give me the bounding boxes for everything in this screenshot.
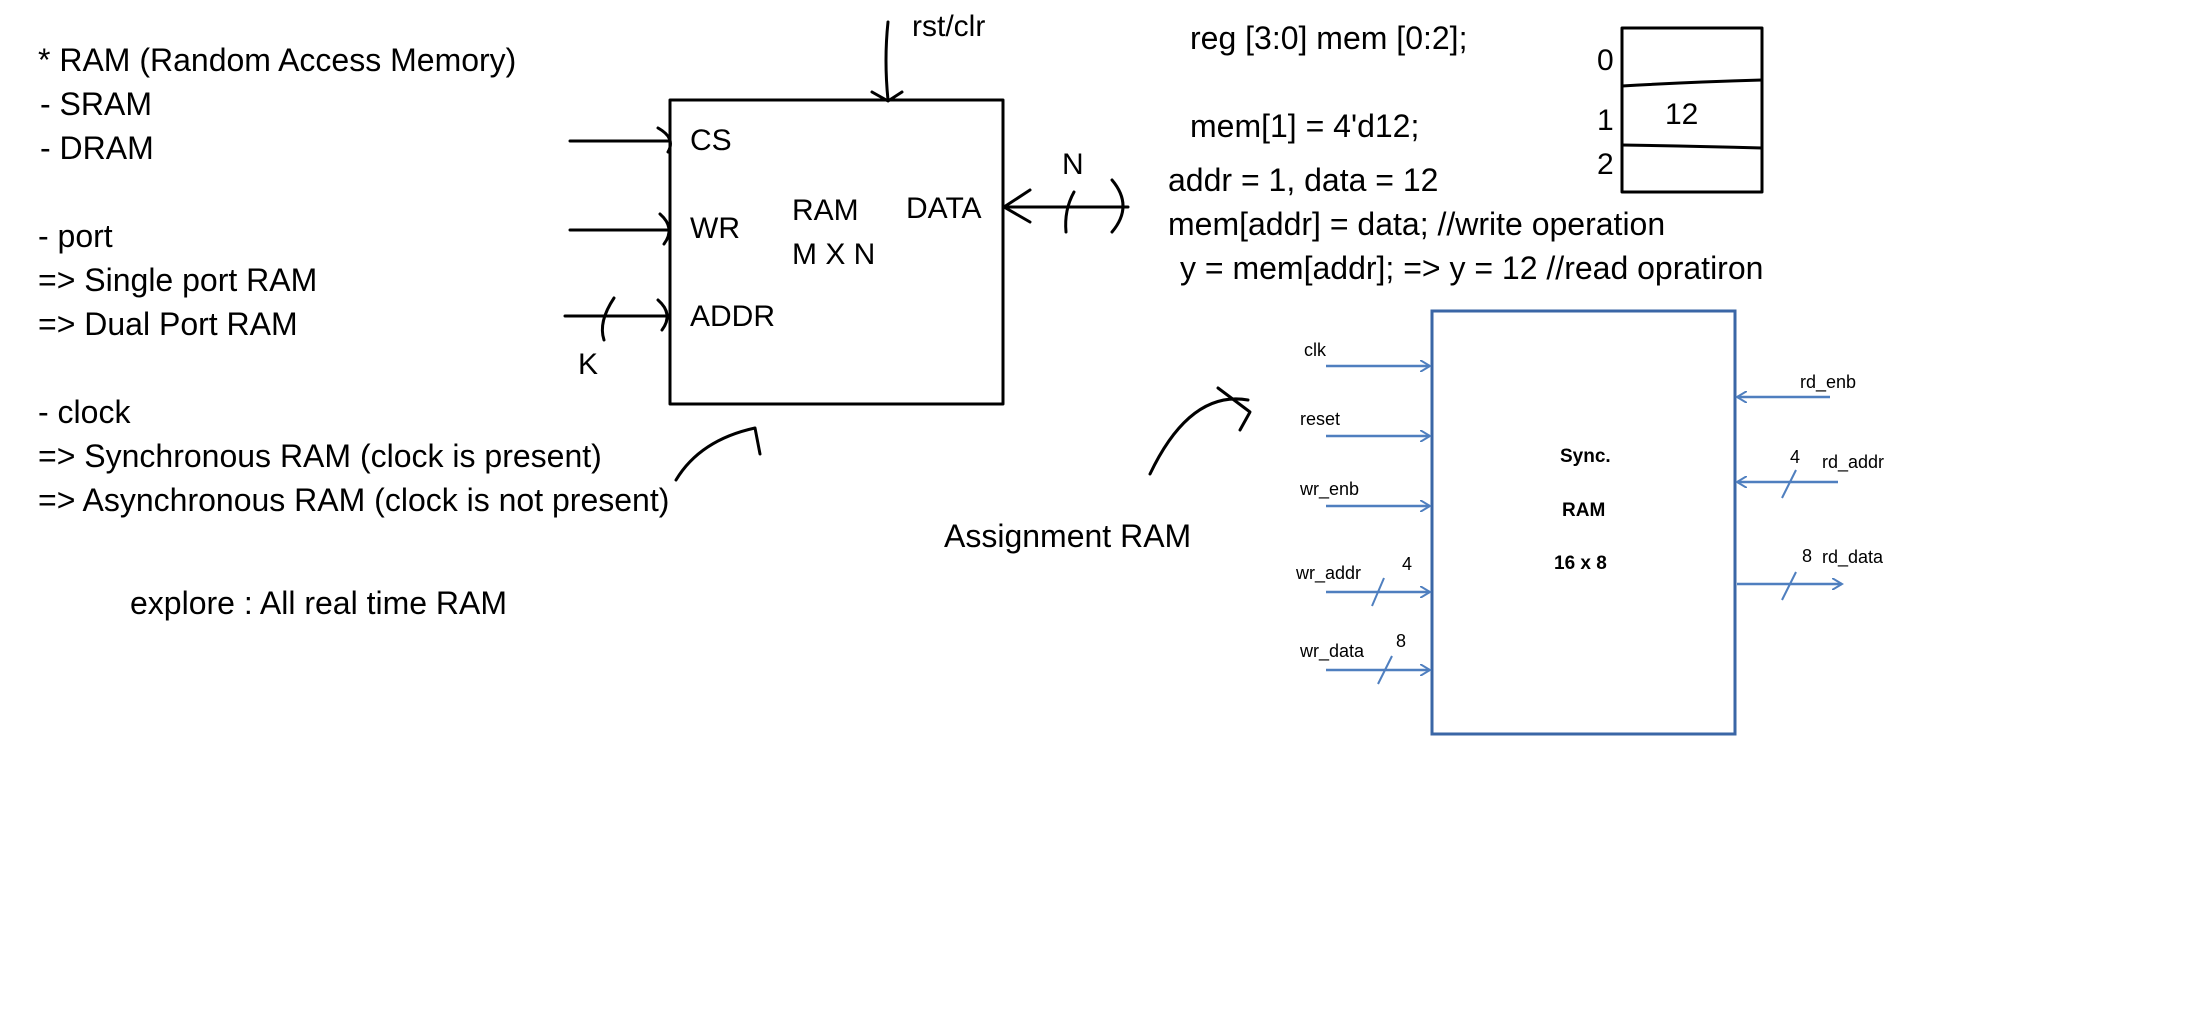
wr-data-label: wr_data bbox=[1300, 641, 1365, 661]
cs-arrow-head bbox=[656, 126, 672, 154]
assignment-pointer-head bbox=[1216, 386, 1252, 432]
code-declaration: reg [3:0] mem [0:2]; bbox=[1190, 20, 1468, 56]
dual-port-note: => Dual Port RAM bbox=[38, 306, 298, 342]
async-ram-note: => Asynchronous RAM (clock is not presen… bbox=[38, 482, 670, 518]
rst-clr-label: rst/clr bbox=[912, 10, 986, 43]
sync-ram-box bbox=[1430, 309, 1737, 736]
wr-data-width-tick bbox=[1377, 655, 1393, 685]
ram-title-note: * RAM (Random Access Memory) bbox=[38, 42, 517, 78]
data-arrow-left bbox=[1002, 188, 1032, 224]
k-width-label: K bbox=[578, 348, 599, 381]
sync-block-size: 16 x 8 bbox=[1554, 553, 1607, 574]
sync-ram-note: => Synchronous RAM (clock is present) bbox=[38, 438, 602, 474]
addr-label: ADDR bbox=[690, 300, 776, 333]
clock-note: - clock bbox=[38, 394, 131, 430]
assignment-pointer-arrow bbox=[1148, 397, 1250, 476]
rd-data-label: rd_data bbox=[1822, 547, 1884, 567]
addr-arrow-head bbox=[656, 298, 669, 332]
explore-note: explore : All real time RAM bbox=[130, 585, 508, 621]
rd-data-width-tick bbox=[1781, 571, 1797, 601]
rst-arrow bbox=[884, 20, 890, 102]
rd-addr-width-tick bbox=[1781, 469, 1797, 499]
wr-addr-width: 4 bbox=[1402, 554, 1413, 574]
data-width-tick bbox=[1064, 190, 1076, 234]
clk-label: clk bbox=[1304, 340, 1326, 360]
cs-label: CS bbox=[690, 124, 732, 157]
code-assignment: mem[1] = 4'd12; bbox=[1190, 108, 1420, 144]
clock-hook bbox=[674, 426, 762, 482]
mem-index-1: 1 bbox=[1597, 104, 1614, 137]
sram-note: - SRAM bbox=[40, 86, 152, 122]
wr-addr-width-tick bbox=[1371, 577, 1385, 607]
addr-width-tick bbox=[600, 296, 616, 342]
n-width-label: N bbox=[1062, 148, 1084, 181]
code-variables: addr = 1, data = 12 bbox=[1168, 162, 1439, 198]
ram-size-label: M X N bbox=[792, 238, 876, 271]
rd-enb-label: rd_enb bbox=[1800, 372, 1857, 392]
rst-arrow-head bbox=[870, 90, 904, 103]
wr-label: WR bbox=[690, 212, 740, 245]
rd-addr-width: 4 bbox=[1790, 447, 1801, 467]
wr-arrow-head bbox=[658, 212, 671, 246]
rd-data-width: 8 bbox=[1802, 546, 1813, 566]
sync-block-title: Sync. bbox=[1560, 446, 1611, 467]
dram-note: - DRAM bbox=[40, 130, 154, 166]
port-note: - port bbox=[38, 218, 113, 254]
data-label: DATA bbox=[906, 192, 982, 225]
mem-index-0: 0 bbox=[1597, 44, 1614, 77]
rd-addr-label: rd_addr bbox=[1822, 452, 1885, 472]
reset-label: reset bbox=[1300, 409, 1341, 429]
single-port-note: => Single port RAM bbox=[38, 262, 318, 298]
wr-addr-label: wr_addr bbox=[1296, 563, 1362, 583]
ram-name-label: RAM bbox=[792, 194, 859, 227]
wr-data-width: 8 bbox=[1396, 631, 1407, 651]
sync-block-name: RAM bbox=[1562, 500, 1606, 521]
code-read-operation: y = mem[addr]; => y = 12 //read opratiro… bbox=[1180, 250, 1764, 286]
mem-index-2: 2 bbox=[1597, 148, 1614, 181]
mem-table-box bbox=[1620, 26, 1764, 194]
ram-block-box bbox=[668, 98, 1005, 406]
assignment-ram-label: Assignment RAM bbox=[944, 518, 1192, 554]
data-arrow-right bbox=[1110, 178, 1125, 234]
mem-table-divider-2 bbox=[1621, 143, 1763, 150]
wr-enb-label: wr_enb bbox=[1300, 479, 1360, 499]
mem-table-divider-1 bbox=[1621, 78, 1763, 88]
mem-value-12: 12 bbox=[1665, 98, 1699, 131]
code-write-operation: mem[addr] = data; //write operation bbox=[1168, 206, 1666, 242]
